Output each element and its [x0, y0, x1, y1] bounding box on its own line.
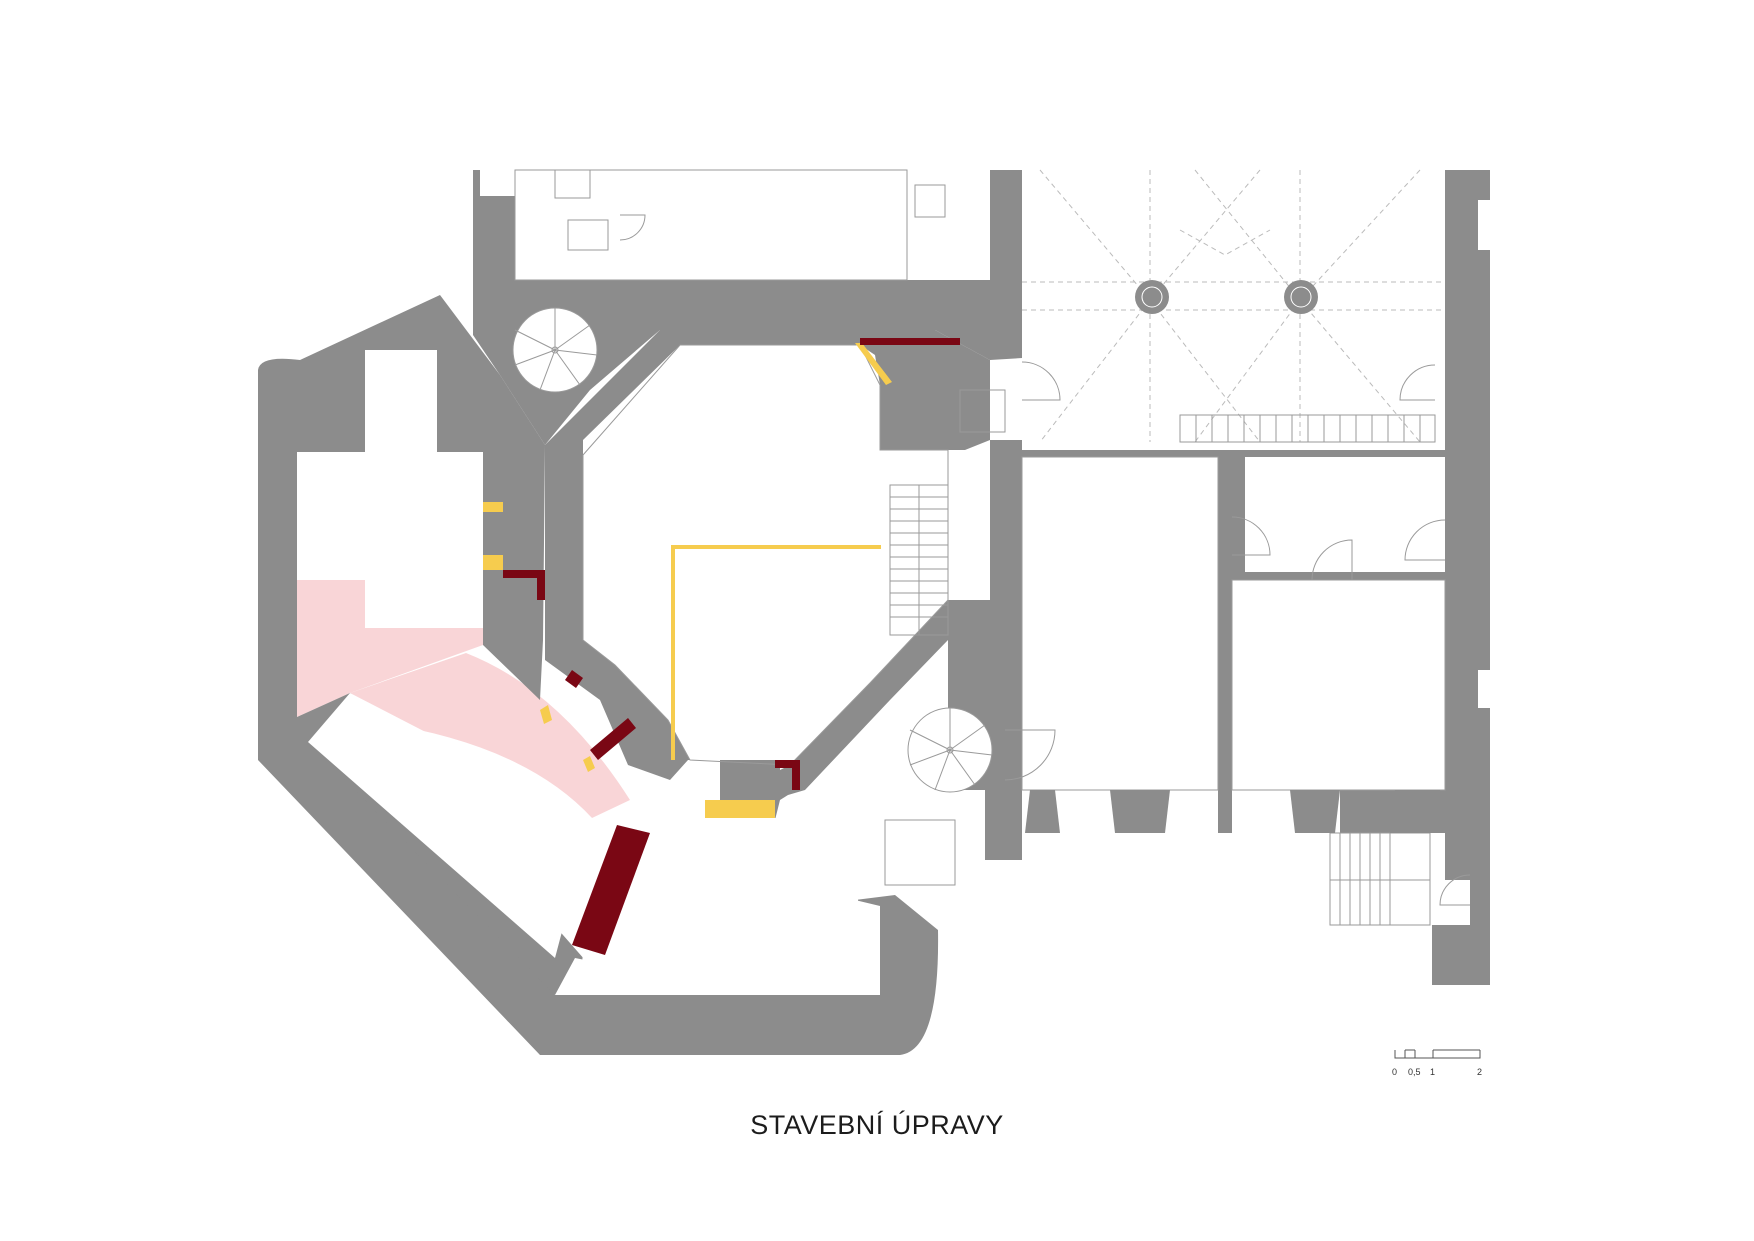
demolition	[503, 338, 960, 955]
room-tower-top	[365, 350, 437, 452]
stair-north-small-3	[567, 219, 609, 251]
stair-north-small	[554, 169, 591, 199]
new-partition-north	[671, 545, 881, 549]
plan-title: STAVEBNÍ ÚPRAVY	[750, 1110, 1004, 1140]
stairs	[554, 169, 1436, 926]
new-construction	[483, 343, 892, 818]
doors	[619, 214, 1471, 906]
demo-wall-3	[590, 718, 636, 760]
new-wall-diag-1	[540, 705, 552, 724]
door-2	[1399, 364, 1436, 401]
demo-wall-southwest	[572, 825, 650, 955]
wall-west-outer	[258, 295, 939, 1055]
wall-east-mid	[1232, 572, 1445, 580]
demo-wall-1	[503, 570, 545, 600]
stair-vault-treads	[1195, 415, 1421, 442]
demo-wall-2	[565, 670, 583, 688]
scale-label-1: 1	[1430, 1067, 1436, 1077]
vault-columns	[1135, 280, 1318, 314]
stair-north-small-2	[914, 184, 946, 218]
door-4	[1311, 539, 1353, 581]
scale-label-0: 0	[1392, 1067, 1398, 1077]
door-7	[619, 214, 646, 241]
new-opening-south	[705, 800, 775, 818]
new-wall-diag-2	[583, 756, 595, 772]
door-5	[1404, 519, 1446, 561]
south-facade-piers	[1025, 790, 1445, 833]
room-north	[515, 170, 907, 280]
new-wall-ne	[855, 343, 892, 385]
highlight-arc-west	[350, 653, 630, 818]
stair-southeast-treads	[1330, 833, 1430, 925]
door-8	[1439, 874, 1471, 906]
room-south	[580, 818, 858, 995]
spiral-stairs	[512, 307, 993, 793]
room-vault	[1022, 170, 1445, 442]
room-west	[297, 452, 483, 628]
room-southwest	[308, 693, 592, 958]
outline-north-room	[514, 169, 908, 281]
new-wall-1	[483, 502, 503, 512]
stair-ne-landing	[959, 389, 1006, 433]
wall-top-north	[473, 170, 1022, 445]
stair-east-treads	[890, 485, 948, 635]
wall-octagon-north	[545, 330, 990, 820]
door-3	[1231, 516, 1271, 556]
door-6	[1004, 729, 1056, 781]
room-east-1	[1022, 457, 1218, 790]
scale-label-2: 2	[1477, 1067, 1483, 1077]
outline-lift	[884, 819, 956, 886]
scale-bar	[1394, 1049, 1481, 1059]
room-east-2	[1232, 580, 1445, 790]
door-1	[1021, 361, 1061, 401]
new-wall-2	[483, 555, 503, 570]
new-partition-west	[671, 545, 675, 760]
room-east-3	[1245, 457, 1445, 572]
demo-wall-4	[775, 760, 800, 790]
wall-east-divider	[1218, 457, 1232, 833]
rooms	[297, 170, 1445, 995]
scale-label-0-5: 0,5	[1408, 1067, 1421, 1077]
demo-wall-ne	[860, 338, 960, 345]
highlight-west-room	[297, 580, 483, 717]
